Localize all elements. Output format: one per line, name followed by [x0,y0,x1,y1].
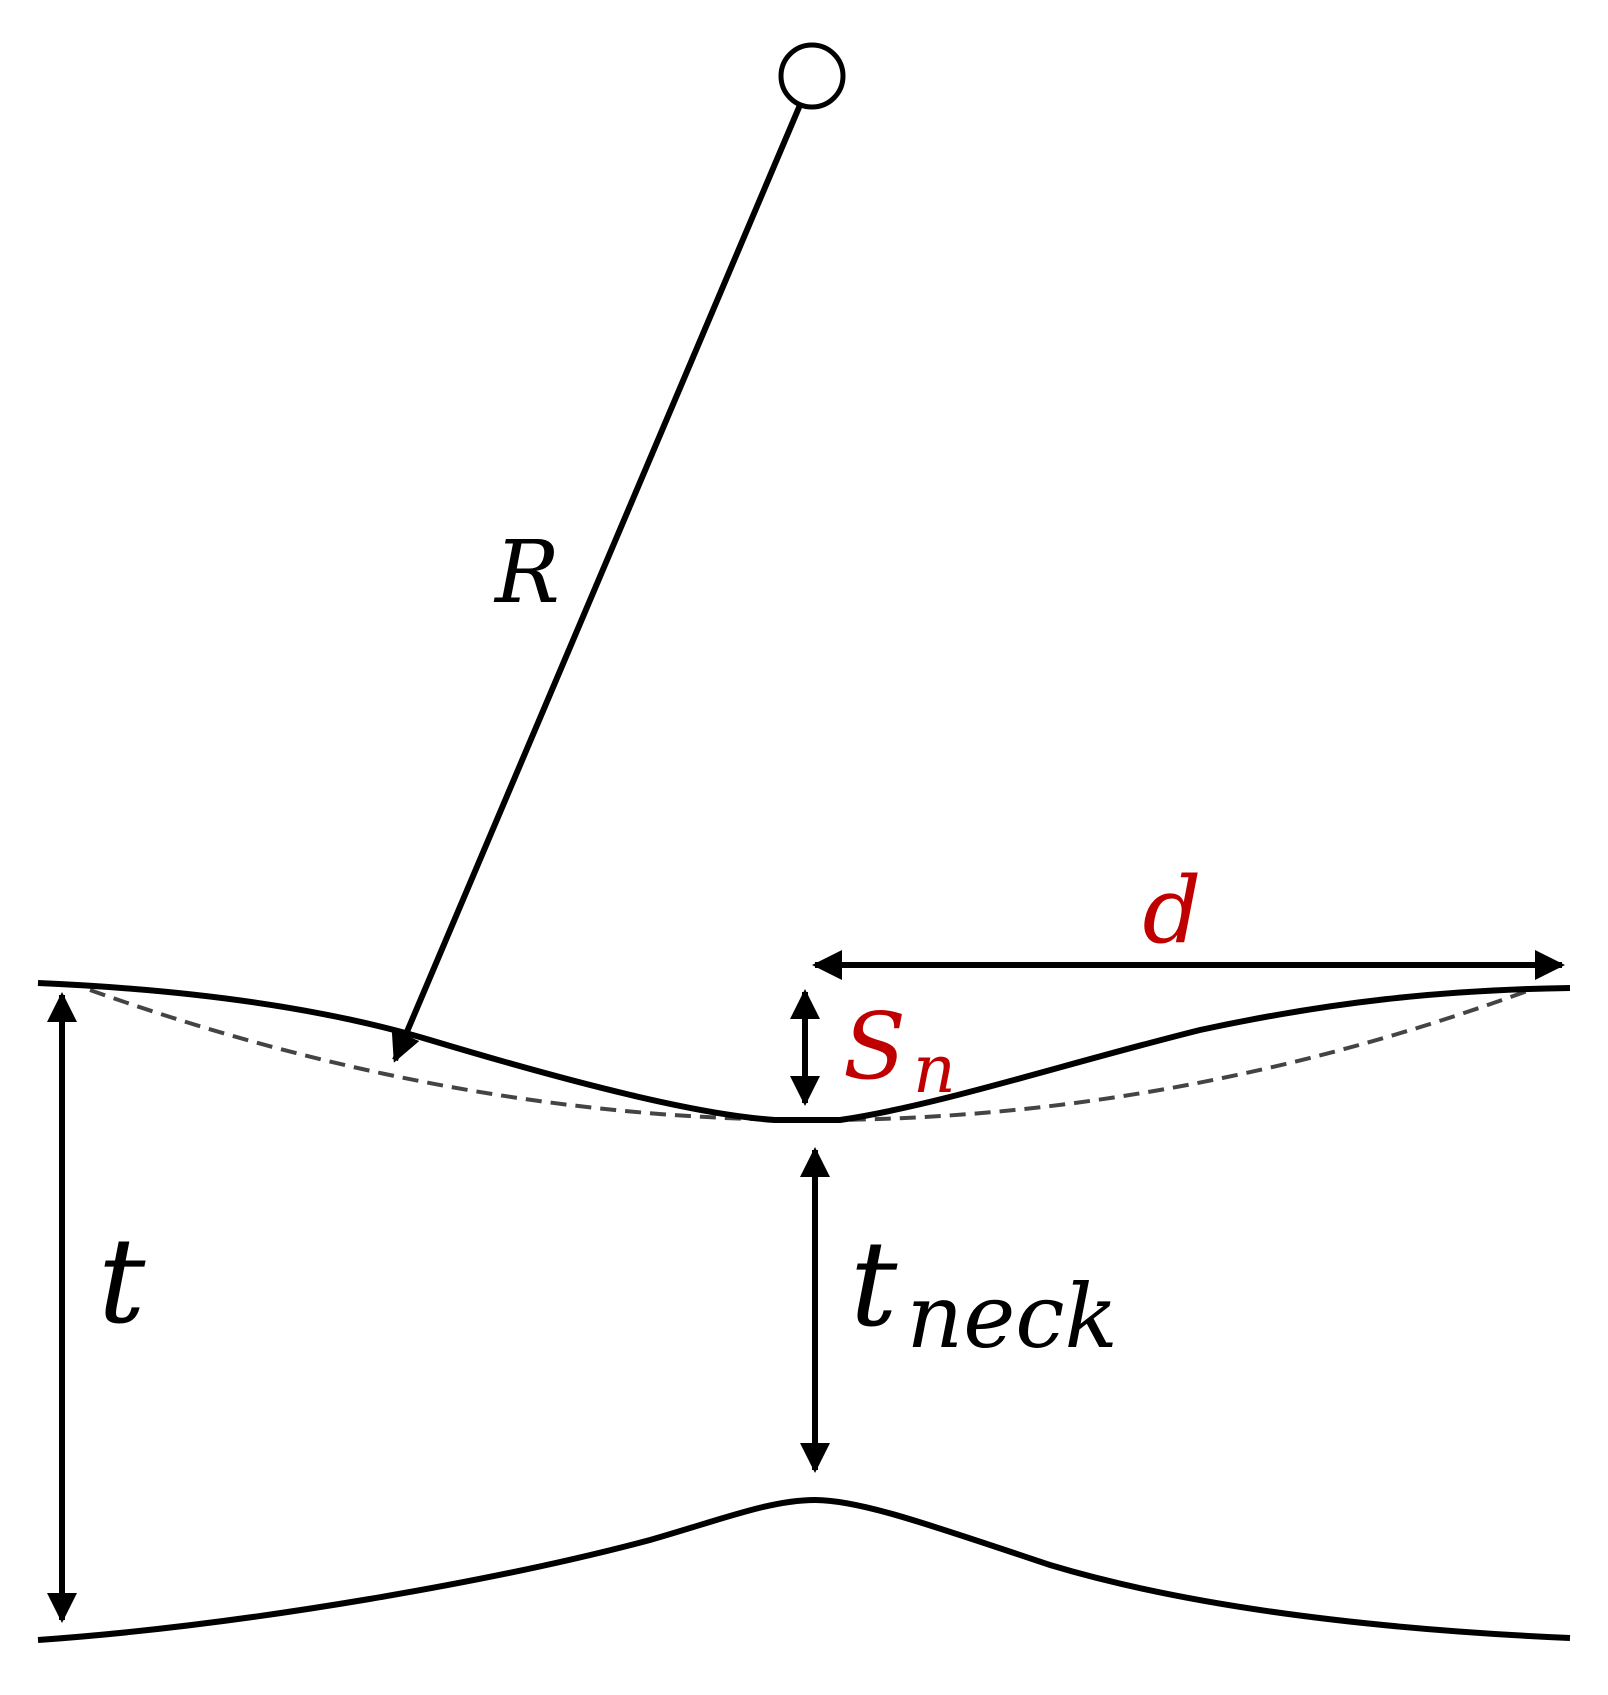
radius-center-circle [778,42,846,110]
top-surface-curve [37,980,1571,1123]
sag-label-main: S [843,993,906,1100]
sag-label: S n [843,993,956,1108]
neck-label-subscript: neck [907,1265,1118,1368]
bottom-surface-curve [37,1496,1571,1643]
neck-label-main: t [850,1215,898,1353]
neck-thickness-label: t neck [850,1215,1118,1368]
radius-line [391,103,803,1063]
radius-label: R [493,523,560,623]
distance-label: d [1143,857,1202,964]
sag-label-subscript: n [913,1031,956,1108]
thickness-label: t [98,1212,146,1350]
